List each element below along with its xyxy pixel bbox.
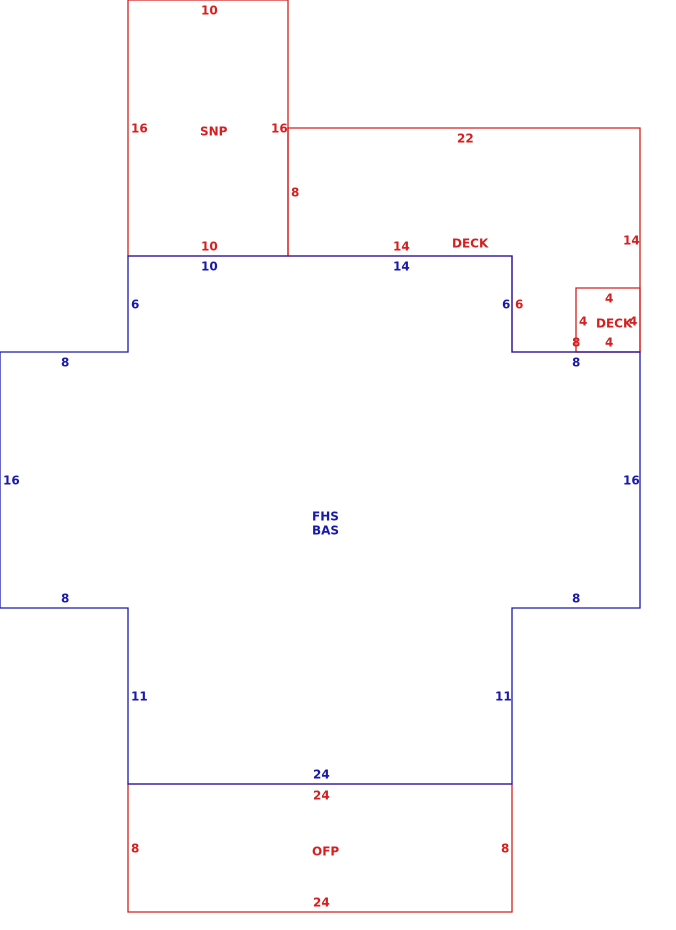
bas-top-left-dim: 10: [201, 260, 218, 274]
deck-small-label: DECK: [596, 317, 633, 331]
bas-left-side-dim: 16: [3, 474, 20, 488]
deck-large-top-dim: 22: [457, 132, 474, 146]
fhs-label: FHS: [312, 510, 339, 524]
bas-right-arm-bottom-dim: 8: [572, 592, 580, 606]
deck-large-label: DECK: [452, 237, 489, 251]
deck-small-right-dim: 4: [629, 315, 637, 329]
bas-top-right-dim: 14: [393, 260, 410, 274]
bas-left-lower-dim: 11: [131, 690, 148, 704]
deck-large-notch-dim: 6: [515, 298, 523, 312]
deck-large-right-dim: 14: [623, 234, 640, 248]
ofp-left-dim: 8: [131, 842, 139, 856]
bas-right-lower-dim: 11: [495, 690, 512, 704]
snp-right-dim: 16: [271, 122, 288, 136]
deck-large-bottom-dim: 14: [393, 240, 410, 254]
bas-label: BAS: [312, 524, 339, 538]
fhs-bas-outline: [0, 255, 641, 785]
ofp-right-dim: 8: [501, 842, 509, 856]
bas-left-arm-top-dim: 8: [61, 356, 69, 370]
deck-small-left-dim: 4: [579, 315, 587, 329]
ofp-top-dim: 24: [313, 789, 330, 803]
deck-small-top-dim: 4: [605, 292, 613, 306]
snp-left-dim: 16: [131, 122, 148, 136]
ofp-label: OFP: [312, 845, 339, 859]
deck-large-notch-bottom-dim: 8: [572, 336, 580, 350]
bas-right-arm-top-dim: 8: [572, 356, 580, 370]
bas-left-notch-dim: 6: [131, 298, 139, 312]
ofp-bottom-dim: 24: [313, 896, 330, 910]
bas-left-arm-bottom-dim: 8: [61, 592, 69, 606]
deck-large-left-dim: 8: [291, 186, 299, 200]
deck-small-bottom-dim: 4: [605, 336, 613, 350]
bas-right-side-dim: 16: [623, 474, 640, 488]
snp-top-dim: 10: [201, 4, 218, 18]
snp-bottom-dim: 10: [201, 240, 218, 254]
bas-right-notch-dim: 6: [502, 298, 510, 312]
bas-bottom-dim: 24: [313, 768, 330, 782]
snp-label: SNP: [200, 125, 228, 139]
